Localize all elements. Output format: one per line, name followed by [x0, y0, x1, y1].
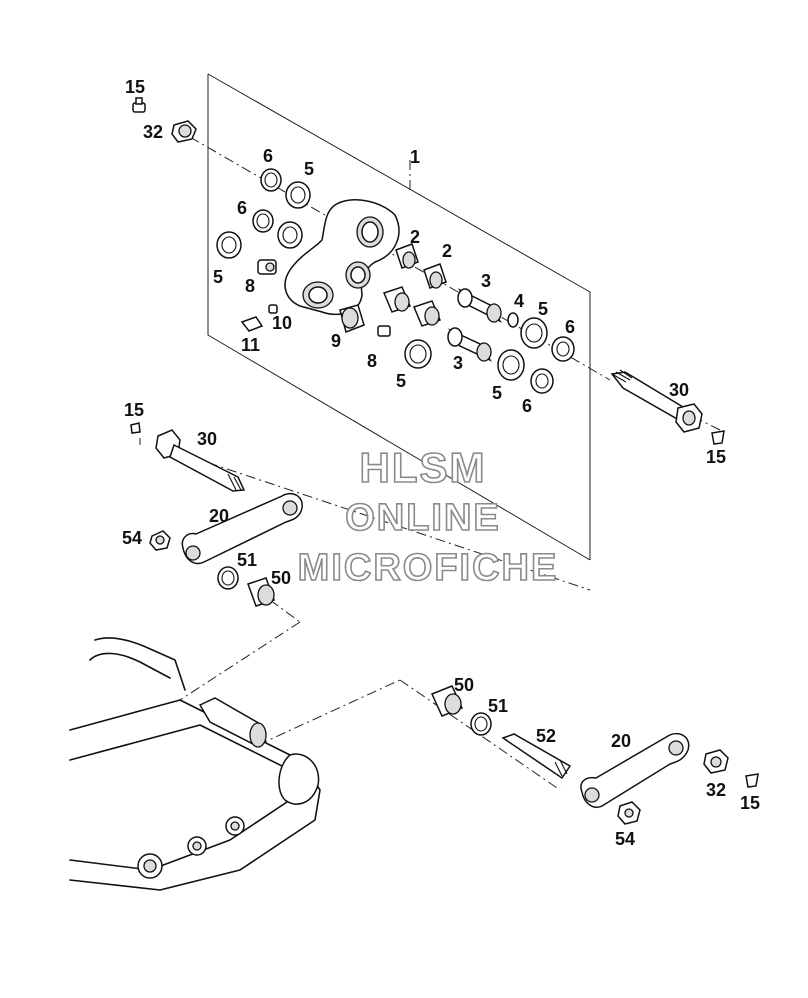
callout-5-d: 5: [396, 371, 406, 391]
callout-30-a: 30: [197, 429, 217, 449]
nut-part: [171, 120, 197, 143]
washer-part: [507, 312, 519, 328]
rocker-body: [284, 199, 400, 316]
callout-3-a: 3: [481, 271, 491, 291]
bush-part-9: [339, 304, 391, 337]
nut-32-lower: [703, 749, 729, 774]
callout-2-a: 2: [410, 227, 420, 247]
callout-6-b: 6: [237, 198, 247, 218]
callout-32-b: 32: [706, 780, 726, 800]
callout-15-c: 15: [706, 447, 726, 467]
callout-54-b: 54: [615, 829, 635, 849]
callout-50-a: 50: [271, 568, 291, 588]
small-parts-left: [240, 259, 278, 332]
watermark-line1: HLSM: [360, 444, 487, 491]
callout-15-b: 15: [124, 400, 144, 420]
watermark: HLSM ONLINE MICROFICHE: [297, 443, 559, 590]
seal-51-lower: [470, 712, 492, 736]
callout-6-c: 6: [565, 317, 575, 337]
grease-nipple-part: [132, 97, 146, 113]
pin-52: [501, 733, 572, 780]
callout-10: 10: [272, 313, 292, 333]
bearing-51-50-upper: [217, 566, 275, 607]
bearing-50-lower: [430, 685, 464, 717]
frame-fragment: [69, 637, 321, 891]
grease-nipple-right: [711, 430, 725, 445]
callout-labels: 1 2 2 3 3 4 5 5 5 5 5 6 6 6 6 8 8 9 10 1…: [122, 77, 760, 849]
callout-9: 9: [331, 331, 341, 351]
pull-rod-upper: [181, 492, 303, 565]
callout-1: 1: [410, 147, 420, 167]
callout-52: 52: [536, 726, 556, 746]
callout-15-a: 15: [125, 77, 145, 97]
callout-51-a: 51: [237, 550, 257, 570]
nut-54-lower: [617, 801, 641, 825]
assembly-frame: [207, 73, 591, 561]
callout-20-a: 20: [209, 506, 229, 526]
callout-51-b: 51: [488, 696, 508, 716]
callout-50-b: 50: [454, 675, 474, 695]
callout-54-a: 54: [122, 528, 142, 548]
callout-8-a: 8: [245, 276, 255, 296]
grease-nipple-left: [130, 422, 141, 434]
pull-rod-lower: [580, 732, 690, 808]
callout-5-c: 5: [538, 299, 548, 319]
bolt-30-left: [155, 429, 246, 492]
callout-4: 4: [514, 291, 524, 311]
callout-5-a: 5: [304, 159, 314, 179]
watermark-line3: MICROFICHE: [298, 547, 559, 589]
watermark-line2: ONLINE: [345, 497, 501, 539]
callout-20-b: 20: [611, 731, 631, 751]
callout-8-b: 8: [367, 351, 377, 371]
needle-bearings: [382, 243, 447, 327]
callout-30-b: 30: [669, 380, 689, 400]
seal-rings-left: [216, 168, 311, 259]
callout-5-e: 5: [492, 383, 502, 403]
callout-6-d: 6: [522, 396, 532, 416]
callout-5-b: 5: [213, 267, 223, 287]
callout-2-b: 2: [442, 241, 452, 261]
grease-nipple-lower: [745, 773, 759, 788]
nut-54-upper: [149, 530, 171, 551]
seal-rings-right: [404, 317, 575, 394]
callout-3-b: 3: [453, 353, 463, 373]
callout-15-d: 15: [740, 793, 760, 813]
spacer-bushings: [447, 288, 503, 362]
callout-6-a: 6: [263, 146, 273, 166]
bolt-30-right: [610, 369, 703, 433]
callout-32-a: 32: [143, 122, 163, 142]
callout-11: 11: [241, 335, 260, 355]
